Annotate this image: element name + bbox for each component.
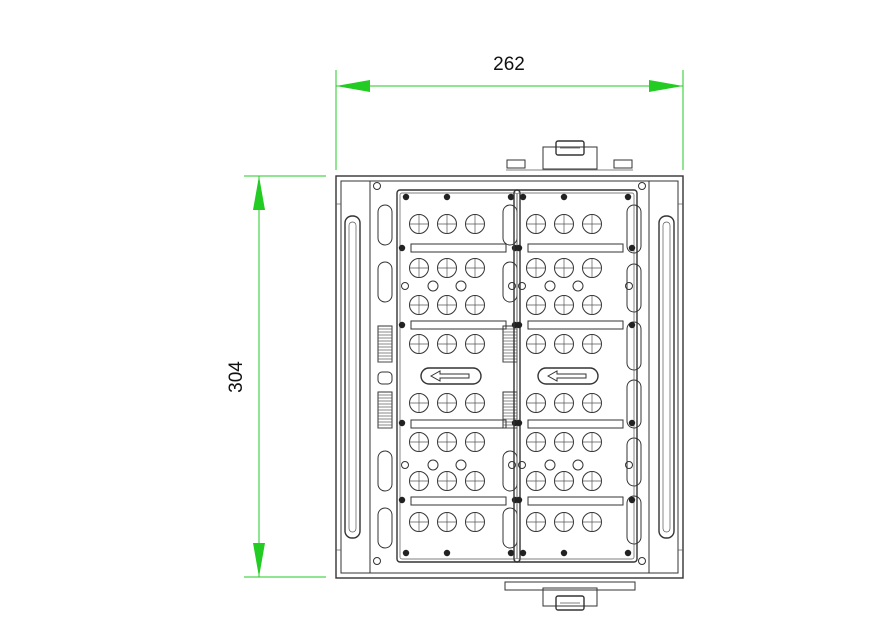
screw <box>624 549 632 557</box>
sensor-hole <box>455 280 467 292</box>
separator-bar <box>410 243 507 253</box>
separator-bar <box>527 419 624 429</box>
module-inner-frame <box>399 192 518 560</box>
left-heatsink-slot <box>344 215 361 539</box>
separator-bar <box>410 320 507 330</box>
sensor-hole <box>625 282 633 290</box>
right-heatsink-slot <box>658 215 675 539</box>
screw <box>507 549 515 557</box>
screw <box>628 244 636 252</box>
height-dimension: 304 <box>226 175 326 578</box>
screw <box>628 321 636 329</box>
separator-bar <box>410 419 507 429</box>
housing <box>335 175 684 579</box>
sensor-hole <box>508 461 516 469</box>
fin-slot <box>502 204 518 246</box>
screw <box>519 549 527 557</box>
screw <box>398 244 406 252</box>
sensor-hole <box>572 459 584 471</box>
fin-slot <box>377 204 393 246</box>
fin-slot <box>377 261 393 303</box>
module-inner-frame <box>516 192 635 560</box>
bottom-mounting-bracket <box>504 581 636 611</box>
sensor-hole <box>427 280 439 292</box>
sensor-hole <box>625 461 633 469</box>
left-arrow-icon <box>546 370 587 382</box>
screw <box>628 419 636 427</box>
screw <box>515 496 523 504</box>
lens-module-left <box>396 189 521 563</box>
screw <box>398 321 406 329</box>
fin-slot <box>377 450 393 492</box>
separator-bar <box>527 320 624 330</box>
sensor-hole <box>401 282 409 290</box>
screw <box>560 193 568 201</box>
screw <box>443 549 451 557</box>
screw <box>443 193 451 201</box>
sensor-hole <box>427 459 439 471</box>
screw <box>624 193 632 201</box>
sensor-hole <box>518 461 526 469</box>
module-frame <box>513 189 638 563</box>
top-mounting-bracket <box>506 140 633 171</box>
width-dimension-label: 262 <box>493 54 525 75</box>
screw <box>519 193 527 201</box>
direction-capsule <box>420 367 482 385</box>
screw <box>560 549 568 557</box>
screw <box>515 244 523 252</box>
screw <box>402 549 410 557</box>
left-arrow-icon <box>429 370 470 382</box>
sensor-hole <box>544 459 556 471</box>
sensor-hole <box>544 280 556 292</box>
direction-capsule <box>537 367 599 385</box>
height-dimension-label: 304 <box>226 361 247 393</box>
screw <box>515 419 523 427</box>
sensor-hole <box>401 461 409 469</box>
screw <box>398 419 406 427</box>
module-frame <box>396 189 521 563</box>
separator-bar <box>410 496 507 506</box>
fin-slot <box>502 450 518 492</box>
separator-bar <box>527 243 624 253</box>
screw <box>507 193 515 201</box>
screw <box>398 496 406 504</box>
left-fin-column <box>377 204 393 549</box>
screw <box>628 496 636 504</box>
lens-module-right <box>513 189 638 563</box>
fin-slot <box>502 261 518 303</box>
sensor-hole <box>508 282 516 290</box>
separator-bar <box>527 496 624 506</box>
sensor-hole <box>572 280 584 292</box>
housing-corner-screws <box>373 182 646 565</box>
fin-slot <box>377 507 393 549</box>
width-dimension: 262 <box>335 54 684 170</box>
screw <box>402 193 410 201</box>
sensor-hole <box>518 282 526 290</box>
sensor-hole <box>455 459 467 471</box>
screw <box>515 321 523 329</box>
fin-slot <box>377 371 393 385</box>
fin-slot <box>502 507 518 549</box>
